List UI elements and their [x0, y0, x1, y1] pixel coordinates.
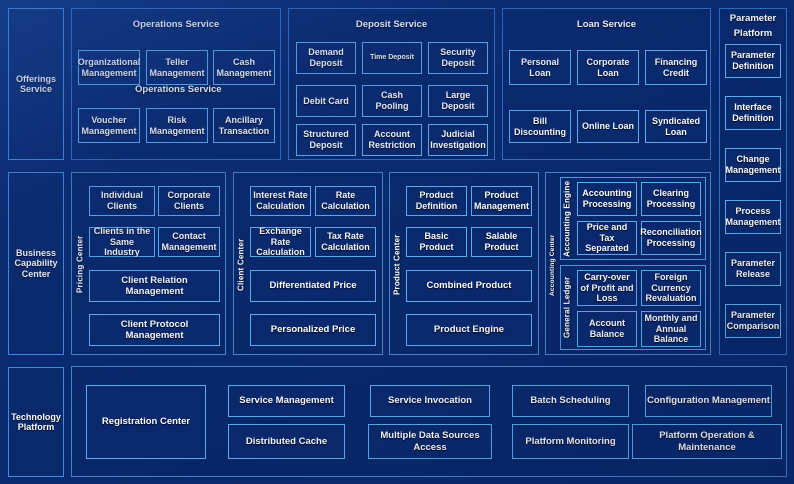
cell-change-management[interactable]: Change Management: [725, 148, 781, 182]
cell-rate-calculation[interactable]: Rate Calculation: [315, 186, 376, 216]
cell-contact-management[interactable]: Contact Management: [158, 227, 220, 257]
cell-voucher-management[interactable]: Voucher Management: [78, 108, 140, 143]
cell-clearing-processing[interactable]: Clearing Processing: [641, 182, 701, 216]
subgroup-general-ledger-vlabel: General Ledger: [562, 276, 572, 339]
cell-corporate-loan[interactable]: Corporate Loan: [577, 50, 639, 85]
cell-risk-management[interactable]: Risk Management: [146, 108, 208, 143]
cell-salable-product[interactable]: Salable Product: [471, 227, 532, 257]
cell-syndicated-loan[interactable]: Syndicated Loan: [645, 110, 707, 143]
group-accounting-center-vlabel: Accounting Center: [549, 234, 556, 296]
cell-interface-definition[interactable]: Interface Definition: [725, 96, 781, 130]
cell-platform-operation-maintenance[interactable]: Platform Operation & Maintenance: [632, 424, 782, 459]
cell-time-deposit[interactable]: Time Deposit: [362, 42, 422, 74]
parameter-platform-title-line2: Platform: [733, 28, 773, 39]
rail-technology-platform-label: Technology Platform: [11, 411, 61, 432]
subgroup-accounting-engine-vlabel: Accounting Engine: [562, 180, 572, 257]
cell-judicial-investigation[interactable]: Judicial Investigation: [428, 124, 488, 156]
cell-cash-management[interactable]: Cash Management: [213, 50, 275, 85]
cell-debit-card[interactable]: Debit Card: [296, 85, 356, 117]
rail-offerings-service[interactable]: Offerings Service: [8, 8, 64, 160]
cell-corporate-clients[interactable]: Corporate Clients: [158, 186, 220, 216]
cell-exchange-rate-calculation[interactable]: Exchange Rate Calculation: [250, 226, 311, 257]
cell-monthly-and-annual-balance[interactable]: Monthly and Annual Balance: [641, 311, 701, 347]
cell-structured-deposit[interactable]: Structured Deposit: [296, 124, 356, 156]
cell-service-management[interactable]: Service Management: [228, 385, 345, 417]
rail-technology-platform[interactable]: Technology Platform: [8, 367, 64, 477]
cell-product-engine[interactable]: Product Engine: [406, 314, 532, 346]
cell-bill-discounting[interactable]: Bill Discounting: [509, 110, 571, 143]
rail-business-capability-center-label: Business Capability Center: [14, 247, 58, 279]
cell-online-loan[interactable]: Online Loan: [577, 110, 639, 143]
cell-service-invocation[interactable]: Service Invocation: [370, 385, 490, 417]
cell-account-restriction[interactable]: Account Restriction: [362, 124, 422, 156]
cell-personal-loan[interactable]: Personal Loan: [509, 50, 571, 85]
cell-interest-rate-calculation[interactable]: Interest Rate Calculation: [250, 186, 311, 216]
cell-batch-scheduling[interactable]: Batch Scheduling: [512, 385, 629, 417]
cell-product-definition[interactable]: Product Definition: [406, 186, 467, 216]
rail-business-capability-center[interactable]: Business Capability Center: [8, 172, 64, 355]
cell-large-deposit[interactable]: Large Deposit: [428, 85, 488, 117]
cell-carry-over-of-profit-and-loss[interactable]: Carry-over of Profit and Loss: [577, 270, 637, 306]
cell-price-and-tax-separated[interactable]: Price and Tax Separated: [577, 221, 637, 255]
cell-clients-same-industry[interactable]: Clients in the Same Industry: [89, 226, 155, 257]
cell-parameter-release[interactable]: Parameter Release: [725, 252, 781, 286]
cell-reconciliation-processing[interactable]: Reconciliation Processing: [640, 221, 702, 255]
cell-teller-management[interactable]: Teller Management: [146, 50, 208, 85]
rail-offerings-service-label: Offerings Service: [15, 73, 56, 94]
cell-client-protocol-management[interactable]: Client Protocol Management: [89, 314, 220, 346]
cell-registration-center[interactable]: Registration Center: [86, 385, 206, 459]
cell-differentiated-price[interactable]: Differentiated Price: [250, 270, 376, 302]
cell-basic-product[interactable]: Basic Product: [406, 227, 467, 257]
parameter-platform-title-line1: Parameter: [729, 13, 777, 24]
group-pricing-center-vlabel: Pricing Center: [75, 235, 85, 294]
cell-tax-rate-calculation[interactable]: Tax Rate Calculation: [315, 227, 376, 257]
cell-parameter-comparison[interactable]: Parameter Comparison: [725, 304, 781, 338]
cell-product-management[interactable]: Product Management: [471, 186, 532, 216]
cell-security-deposit[interactable]: Security Deposit: [428, 42, 488, 74]
cell-financing-credit[interactable]: Financing Credit: [645, 50, 707, 85]
group-loan-service-title: Loan Service: [576, 19, 637, 30]
cell-distributed-cache[interactable]: Distributed Cache: [228, 424, 345, 459]
cell-combined-product[interactable]: Combined Product: [406, 270, 532, 302]
group-client-center-vlabel: Client Center: [236, 238, 246, 291]
cell-multiple-data-sources-access[interactable]: Multiple Data Sources Access: [368, 424, 492, 459]
cell-parameter-definition[interactable]: Parameter Definition: [725, 44, 781, 78]
cell-configuration-management[interactable]: Configuration Management: [645, 385, 772, 417]
cell-accounting-processing[interactable]: Accounting Processing: [577, 182, 637, 216]
cell-personalized-price[interactable]: Personalized Price: [250, 314, 376, 346]
cell-cash-pooling[interactable]: Cash Pooling: [362, 85, 422, 117]
cell-client-relation-management[interactable]: Client Relation Management: [89, 270, 220, 302]
cell-process-management[interactable]: Process Management: [725, 200, 781, 234]
group-operations-service-overlay-title: Operations Service: [135, 84, 222, 95]
cell-account-balance[interactable]: Account Balance: [577, 311, 637, 347]
group-operations-service-title: Operations Service: [132, 19, 220, 30]
cell-demand-deposit[interactable]: Demand Deposit: [296, 42, 356, 74]
cell-ancillary-transaction[interactable]: Ancillary Transaction: [213, 108, 275, 143]
cell-foreign-currency-revaluation[interactable]: Foreign Currency Revaluation: [641, 270, 701, 306]
group-deposit-service-title: Deposit Service: [355, 19, 428, 30]
cell-individual-clients[interactable]: Individual Clients: [89, 186, 155, 216]
cell-organizational-management[interactable]: Organizational Management: [78, 50, 140, 85]
cell-platform-monitoring[interactable]: Platform Monitoring: [512, 424, 629, 459]
group-product-center-vlabel: Product Center: [392, 234, 402, 295]
